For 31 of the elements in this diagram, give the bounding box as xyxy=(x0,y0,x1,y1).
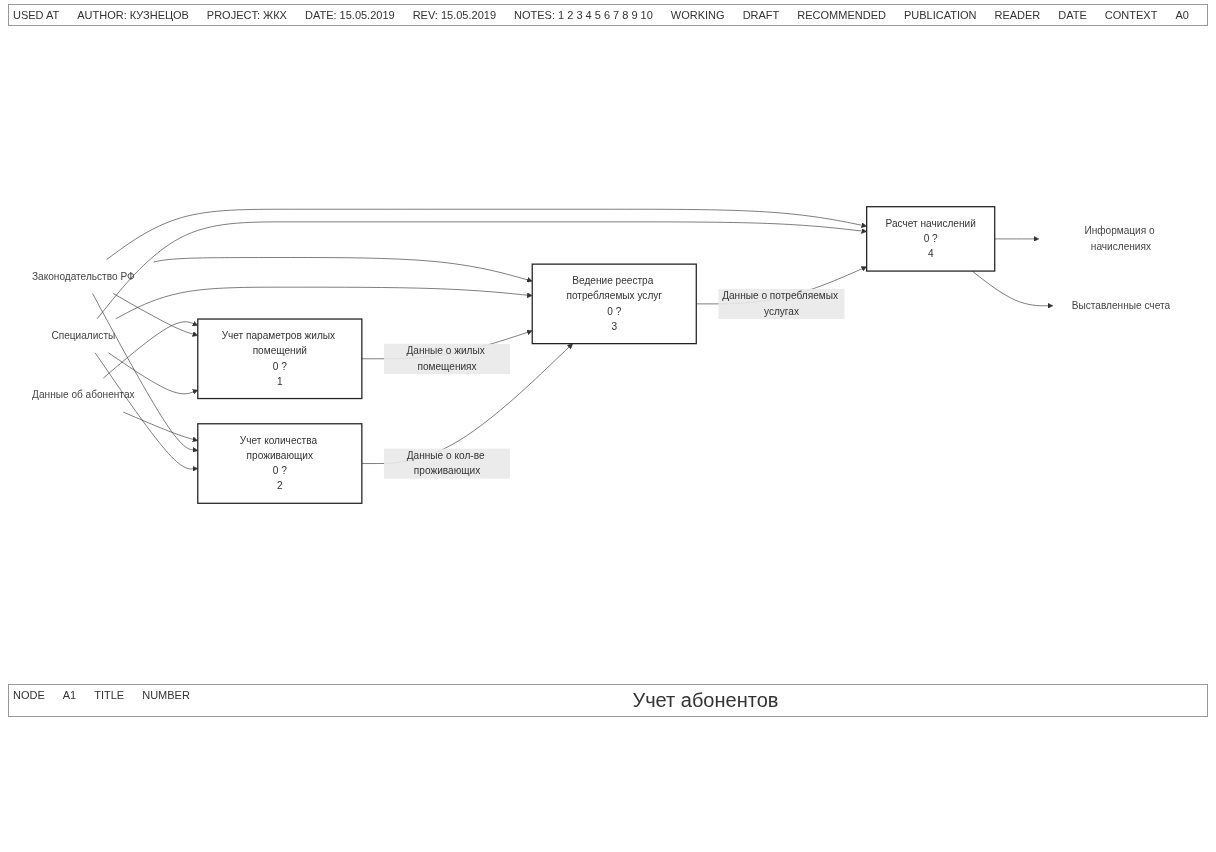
frame-label: TITLE xyxy=(94,689,125,703)
frame-label: CONTEXT xyxy=(1104,9,1158,21)
frame-label: A1 xyxy=(62,689,77,703)
frame-label: A0 xyxy=(1175,9,1189,21)
diagram-title: Учет абонентов xyxy=(632,689,779,712)
frame-label: READER xyxy=(994,9,1041,21)
node-text: Специалисты xyxy=(51,330,116,341)
node-text: Законодательство РФ xyxy=(31,270,135,282)
frame-label: REV: 15.05.2019 xyxy=(412,9,497,21)
edge-label: Данные о кол-ве проживающих xyxy=(406,450,485,477)
frame-label: NODE xyxy=(13,689,45,703)
frame-label: DRAFT xyxy=(742,9,780,21)
node-text: Информация о начислениях xyxy=(1084,225,1155,252)
frame-label: RECOMMENDED xyxy=(797,9,886,21)
frame-label: DATE xyxy=(1058,9,1087,21)
frame-label: PUBLICATION xyxy=(903,9,977,21)
edge-label: Данные о жилых помещениях xyxy=(406,345,485,372)
frame-label: NOTES: 1 2 3 4 5 6 7 8 9 10 xyxy=(514,9,653,21)
node-box: Ведение реестра потребляемых услуг 0 ? 3 xyxy=(531,263,697,345)
node-text: Данные об абонентах xyxy=(32,389,135,401)
node-box: Расчет начислений 0 ? 4 xyxy=(866,206,996,272)
node-text: Выставленные счета xyxy=(1071,300,1171,311)
node-box: Учет количества проживающих 0 ? 2 xyxy=(197,423,363,504)
frame-label: AUTHOR: КУЗНЕЦОВ xyxy=(77,9,189,21)
frame-label: WORKING xyxy=(670,9,725,21)
edge-label: Данные о потребляемых услугах xyxy=(722,290,838,317)
frame-label: NUMBER xyxy=(142,689,190,703)
frame-label: DATE: 15.05.2019 xyxy=(304,9,395,21)
frame-label: USED AT xyxy=(13,9,60,21)
node-box: Учет параметров жилых помещений 0 ? 1 xyxy=(197,318,363,400)
frame-label: PROJECT: ЖКХ xyxy=(206,9,287,21)
